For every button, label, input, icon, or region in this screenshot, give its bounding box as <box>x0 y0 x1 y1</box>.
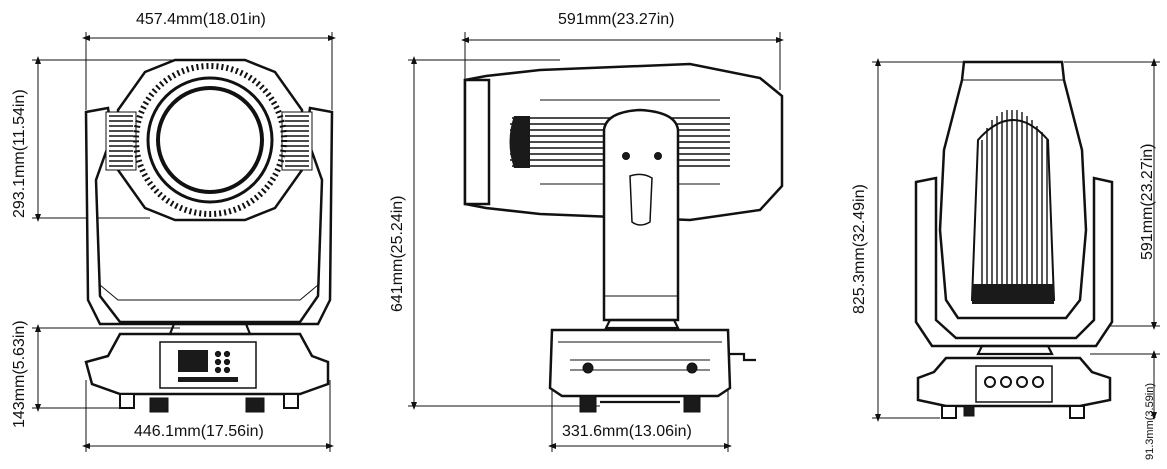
yoke-inner-line <box>99 284 319 301</box>
side-top-width-label: 591mm(23.27in) <box>558 11 675 28</box>
back-head-height-label: 591mm(23.27in) <box>1139 143 1156 261</box>
back-connectors <box>984 376 1044 388</box>
side-connector <box>730 352 756 362</box>
front-base-width-label: 446.1mm(17.56in) <box>134 423 264 440</box>
side-front-bezel <box>463 78 491 206</box>
side-base-knob <box>686 362 698 374</box>
side-base-knob <box>582 362 594 374</box>
side-arm-bolt <box>622 152 630 160</box>
front-base-neck <box>168 322 252 336</box>
front-base-height-label: 143mm(5.63in) <box>11 320 28 428</box>
back-fins <box>970 110 1056 304</box>
side-base-neck <box>604 318 680 330</box>
front-cert-marks <box>178 377 238 382</box>
back-base-height-label: 91.3mm(3.59in) <box>1144 382 1156 460</box>
side-base-width-label: 331.6mm(13.06in) <box>562 423 692 440</box>
side-arm-bolt <box>654 152 662 160</box>
side-base <box>548 328 732 398</box>
side-total-height-label: 641mm(25.24in) <box>389 195 406 313</box>
side-feet <box>579 395 701 413</box>
front-top-width-label: 457.4mm(18.01in) <box>136 11 266 28</box>
front-left-fins <box>105 111 137 171</box>
front-ring-texture <box>133 63 287 217</box>
front-panel-buttons <box>214 350 231 374</box>
side-view <box>408 32 784 452</box>
front-feet <box>119 393 299 413</box>
back-yoke <box>914 176 1114 348</box>
back-base-neck <box>976 344 1054 356</box>
front-right-fins <box>281 111 313 171</box>
back-total-height-label: 825.3mm(32.49in) <box>851 184 868 314</box>
front-head-height-label: 293.1mm(11.54in) <box>11 89 28 218</box>
side-arm-logo <box>629 173 653 226</box>
front-view <box>32 32 336 452</box>
back-view <box>872 58 1160 422</box>
front-lcd-display <box>178 350 208 372</box>
front-lens <box>156 86 264 194</box>
back-feet <box>941 405 1085 419</box>
side-base-lines <box>558 341 722 371</box>
